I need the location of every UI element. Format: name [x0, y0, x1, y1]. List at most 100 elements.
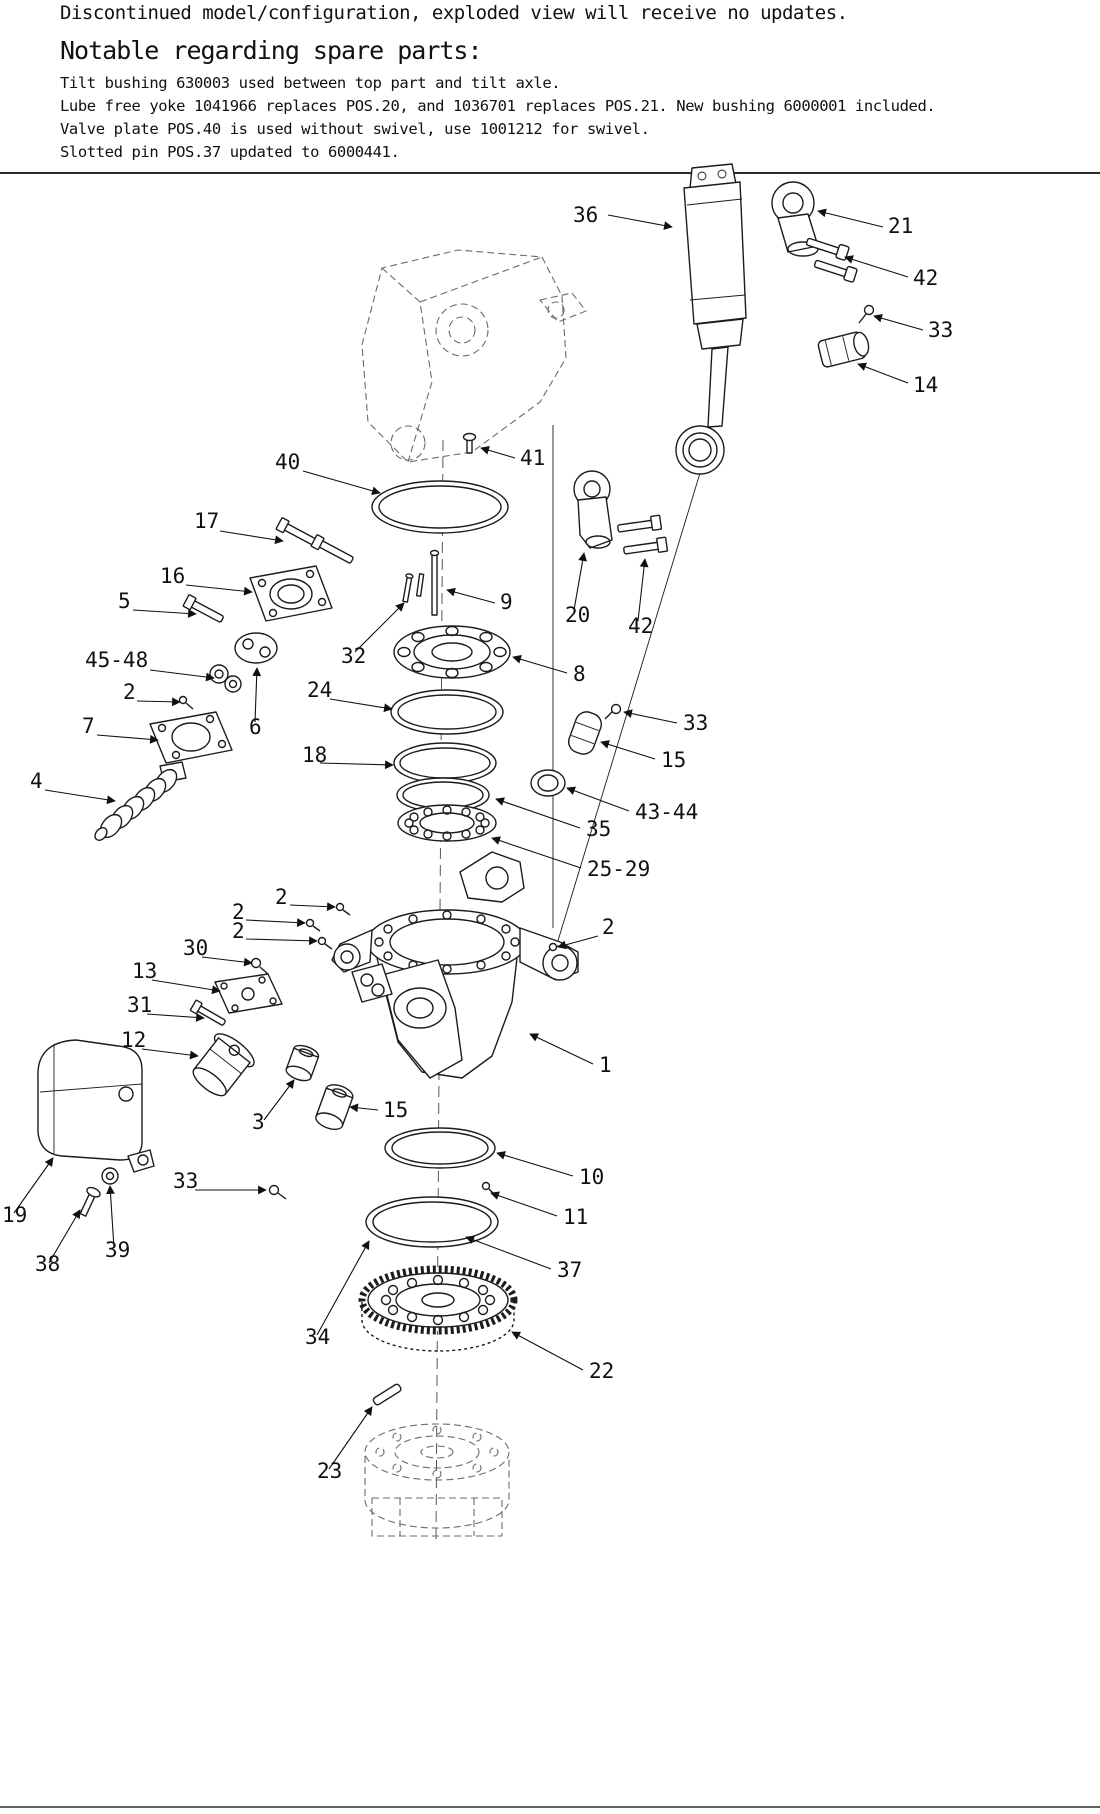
leader-line-37: [465, 1235, 552, 1270]
leader-line-39: [106, 1185, 115, 1249]
leader-line-34: [316, 1240, 370, 1336]
spare-parts-notes: Tilt bushing 630003 used between top par…: [60, 72, 1090, 164]
leader-line-18: [319, 760, 394, 770]
callout-label-2: 2: [275, 885, 288, 909]
callout-label-45-48: 45-48: [85, 648, 148, 672]
part-42-screws-right: [617, 514, 669, 555]
callout-label-31: 31: [127, 993, 152, 1017]
leader-line-14: [857, 362, 909, 384]
leader-line-20: [573, 552, 587, 611]
part-34-ring: [365, 1196, 499, 1248]
leader-line-11: [490, 1191, 558, 1217]
part-38-screw: [79, 1186, 101, 1217]
leader-line-43-44: [566, 786, 630, 812]
leader-line-41: [480, 446, 516, 459]
callout-label-9: 9: [500, 590, 513, 614]
part-40-seal-ring: [371, 480, 509, 534]
callout-label-38: 38: [35, 1252, 60, 1276]
phantom-upper-bracket: [361, 249, 587, 463]
part-15-valve-right: [568, 711, 602, 755]
callout-label-15: 15: [383, 1098, 408, 1122]
callout-label-33: 33: [173, 1169, 198, 1193]
part-23-pin: [372, 1383, 402, 1406]
leader-line-30: [201, 956, 253, 967]
leader-line-2: [245, 918, 306, 927]
part-43-44-ring: [530, 769, 566, 797]
callout-label-25-29: 25-29: [587, 857, 650, 881]
part-2-screws-housing: [305, 902, 558, 952]
part-1-housing: [331, 851, 579, 1079]
callout-label-21: 21: [888, 214, 913, 238]
part-9-pin: [429, 549, 440, 616]
leader-line-3: [263, 1079, 295, 1121]
part-33-screw-mid: [604, 703, 622, 720]
part-14-clamp: [817, 331, 870, 368]
part-41-screw: [462, 432, 477, 454]
leader-line-40: [302, 470, 381, 496]
part-8-bearing-ring: [393, 625, 511, 679]
callout-label-32: 32: [341, 644, 366, 668]
leader-line-7: [96, 734, 159, 744]
callout-label-40: 40: [275, 450, 300, 474]
leader-line-38: [48, 1209, 81, 1264]
note-line: Tilt bushing 630003 used between top par…: [60, 74, 561, 92]
part-32-pin: [402, 573, 414, 603]
callout-label-23: 23: [317, 1459, 342, 1483]
leader-line-9: [446, 587, 496, 604]
leader-line-15: [349, 1103, 379, 1113]
part-31-screw: [189, 999, 226, 1026]
callout-label-42: 42: [913, 266, 938, 290]
callout-label-11: 11: [563, 1205, 588, 1229]
leader-line-25-29: [491, 836, 582, 869]
callout-label-24: 24: [307, 678, 332, 702]
leader-line-22: [511, 1331, 584, 1371]
notes-header: Discontinued model/configuration, explod…: [60, 2, 1090, 164]
callout-label-15: 15: [661, 748, 686, 772]
callout-label-2: 2: [602, 915, 615, 939]
callout-label-7: 7: [82, 714, 95, 738]
callout-label-34: 34: [305, 1325, 330, 1349]
part-18-seal: [393, 742, 497, 784]
callout-label-43-44: 43-44: [635, 800, 698, 824]
part-21-yoke: [771, 181, 819, 257]
part-4-worm: [94, 761, 187, 841]
leader-line-33: [873, 313, 924, 331]
leader-line-1: [529, 1033, 594, 1065]
callout-label-42: 42: [628, 614, 653, 638]
part-6-plate: [234, 632, 278, 664]
part-42-screws-top: [805, 237, 858, 283]
leader-line-2: [557, 935, 599, 950]
part-24-seal: [390, 689, 504, 735]
leader-line-45-48: [149, 669, 215, 682]
part-15-valve-bottom: [315, 1084, 354, 1130]
callout-label-20: 20: [565, 603, 590, 627]
callout-label-3: 3: [252, 1110, 265, 1134]
part-25-29-bearing: [397, 804, 497, 842]
leader-line-21: [817, 208, 884, 228]
callout-label-19: 19: [2, 1203, 27, 1227]
leader-line-4: [44, 789, 116, 805]
leader-line-15: [600, 740, 656, 760]
part-11-screw: [481, 1181, 496, 1196]
note-line: Slotted pin POS.37 updated to 6000441.: [60, 143, 400, 161]
callout-label-16: 16: [160, 564, 185, 588]
note-line: Valve plate POS.40 is used without swive…: [60, 120, 650, 138]
callout-label-22: 22: [589, 1359, 614, 1383]
leader-line-36: [607, 214, 673, 230]
discontinued-note: Discontinued model/configuration, explod…: [60, 2, 848, 24]
leader-line-24: [329, 698, 393, 713]
leader-line-42: [637, 558, 649, 622]
leader-line-2: [245, 936, 318, 946]
note-line: Lube free yoke 1041966 replaces POS.20, …: [60, 97, 936, 115]
callout-label-10: 10: [579, 1165, 604, 1189]
construction-lines: [552, 425, 701, 945]
callout-label-33: 33: [683, 711, 708, 735]
leader-line-13: [151, 979, 221, 995]
leader-line-6: [252, 667, 262, 723]
part-33-screw-top: [858, 304, 875, 324]
callout-label-8: 8: [573, 662, 586, 686]
leader-line-8: [512, 655, 568, 674]
leader-line-42: [844, 255, 909, 278]
callout-label-2: 2: [232, 919, 245, 943]
callout-label-5: 5: [118, 589, 131, 613]
